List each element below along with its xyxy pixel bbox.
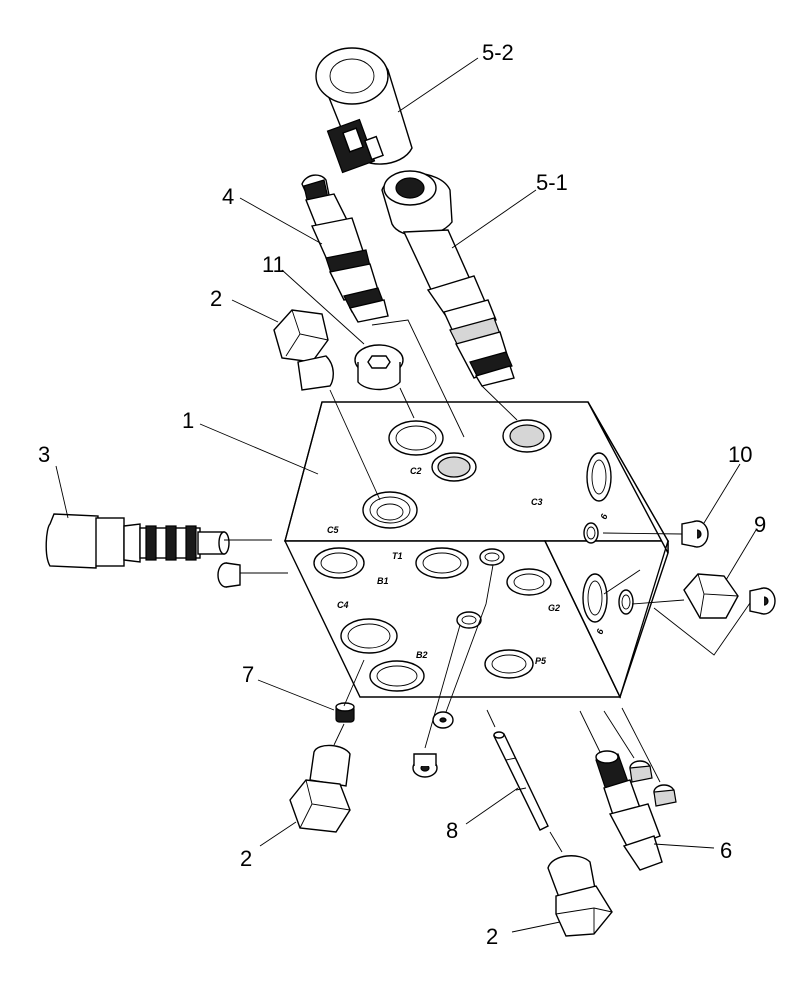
- callout-1: 1: [182, 408, 194, 433]
- small-plugs-6: [629, 760, 677, 807]
- left-cartridge-valve: [45, 513, 230, 569]
- plug-2-lower-left: [289, 744, 351, 833]
- port-label-g2: G2: [548, 603, 560, 613]
- callout-5-1: 5-1: [536, 170, 568, 195]
- callout-11: 11: [262, 252, 285, 277]
- callout-2-lower-left: 2: [240, 846, 252, 871]
- check-valve-6: [595, 750, 663, 871]
- port-label-t1: T1: [392, 551, 403, 561]
- port-label-c5: C5: [327, 525, 339, 535]
- front-face-ports: [313, 547, 552, 692]
- plug-2-top: [273, 309, 334, 391]
- callout-6: 6: [720, 838, 732, 863]
- callout-labels: 5-2 5-1 4 11 2 1 3 10 9 7 2 8 6 2: [38, 40, 766, 949]
- plug-10: [681, 520, 709, 548]
- callout-2-top: 2: [210, 286, 222, 311]
- manifold-block: 6 6 C2 C3 C5 T1 B1 C4 G2 B2 P5: [283, 401, 670, 699]
- port-label-b2: B2: [416, 650, 428, 660]
- bottom-plug-a: [412, 753, 438, 778]
- hex-plug-11: [354, 344, 404, 391]
- port-label-c4: C4: [337, 600, 349, 610]
- top-face-ports: [362, 419, 552, 529]
- assembly-guide-lines: [224, 319, 751, 853]
- callout-5-2: 5-2: [482, 40, 514, 65]
- svg-text:6: 6: [594, 627, 605, 636]
- callout-9: 9: [754, 512, 766, 537]
- callout-leaders: [55, 57, 757, 933]
- port-label-p5: P5: [535, 656, 547, 666]
- hex-plug-9: [683, 573, 739, 619]
- small-plug-left: [217, 562, 241, 588]
- port-label-c3: C3: [531, 497, 543, 507]
- port-label-b1: B1: [377, 576, 389, 586]
- bottom-plug-b: [432, 711, 454, 729]
- callout-8: 8: [446, 818, 458, 843]
- port-label-c2: C2: [410, 466, 422, 476]
- small-plug-7: [335, 702, 355, 723]
- callout-4: 4: [222, 184, 234, 209]
- cartridge-valve: [301, 174, 389, 323]
- side-face-ports: 6 6: [582, 452, 634, 636]
- callout-10: 10: [728, 442, 752, 467]
- plug-2-bottom: [547, 855, 613, 937]
- callout-3: 3: [38, 442, 50, 467]
- callout-7: 7: [242, 662, 254, 687]
- callout-2-bottom: 2: [486, 924, 498, 949]
- small-plug-9: [749, 587, 776, 615]
- pin-8: [492, 731, 549, 831]
- svg-text:6: 6: [598, 512, 609, 521]
- solenoid-coil: [315, 47, 413, 174]
- solenoid-valve-cartridge: [381, 170, 515, 387]
